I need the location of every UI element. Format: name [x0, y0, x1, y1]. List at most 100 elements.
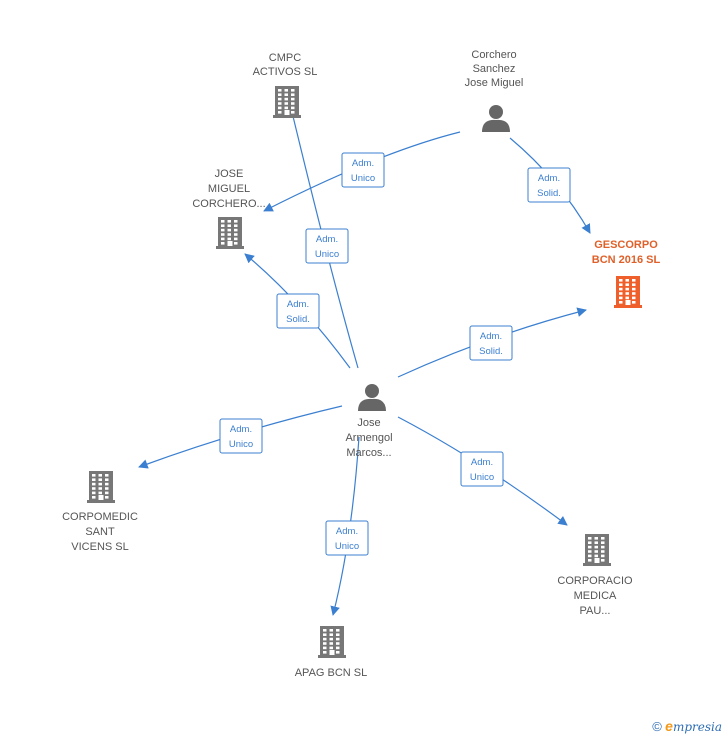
building-window	[284, 93, 288, 96]
node-cmpc[interactable]: CMPC ACTIVOS SL	[253, 52, 318, 118]
building-window	[92, 491, 96, 495]
building-window	[619, 296, 623, 300]
edge-label-text: Adm.	[352, 158, 374, 169]
building-door	[625, 300, 631, 305]
edge-label-e1[interactable]: Adm. Unico	[341, 152, 385, 188]
building-window	[221, 242, 225, 245]
building-window	[284, 97, 288, 101]
building-window	[594, 554, 598, 558]
building-door	[227, 241, 233, 246]
building-window	[278, 93, 282, 96]
building-window	[588, 550, 592, 553]
edge-label-e4[interactable]: Adm.Solid.	[276, 293, 320, 329]
building-icon	[273, 86, 301, 118]
node-jose_armengol[interactable]: JoseArmengolMarcos...	[345, 384, 393, 459]
edge-label-box	[276, 293, 320, 329]
node-corporacio[interactable]: CORPORACIOMEDICAPAU...	[557, 534, 633, 617]
edge-label-box	[527, 167, 571, 203]
building-window	[105, 474, 109, 477]
building-window	[92, 487, 96, 490]
building-window	[234, 228, 238, 232]
edge-label-text: Adm.	[538, 173, 560, 184]
footer-brand[interactable]: © empresia	[652, 718, 722, 734]
edge-label-e8[interactable]: Adm.Unico	[325, 520, 369, 556]
building-window	[227, 237, 231, 241]
building-window	[92, 482, 96, 486]
edge-label-e7[interactable]: Adm.Unico	[460, 451, 504, 487]
building-window	[227, 228, 231, 232]
edge-label-text: Solid.	[479, 346, 503, 357]
building-door	[98, 495, 104, 500]
brand-initial: e	[665, 718, 673, 734]
edge-label-text: Unico	[351, 173, 375, 184]
building-window	[594, 550, 598, 553]
edge-label-box	[460, 451, 504, 487]
node-label-line: Jose	[357, 417, 380, 429]
building-base	[614, 305, 642, 308]
building-window	[336, 629, 340, 632]
building-window	[278, 97, 282, 101]
building-base	[583, 563, 611, 566]
building-window	[221, 228, 225, 232]
building-window	[227, 220, 231, 223]
building-window	[291, 111, 295, 114]
building-window	[632, 301, 636, 304]
building-window	[227, 224, 231, 227]
edge-label-text: Unico	[335, 541, 359, 552]
building-window	[619, 292, 623, 295]
building-window	[601, 541, 605, 544]
building-icon	[318, 626, 346, 658]
building-window	[588, 559, 592, 562]
node-jose_miguel_corchero[interactable]: JOSEMIGUELCORCHERO...	[192, 168, 266, 249]
node-label-line: CMPC	[269, 52, 301, 64]
building-window	[619, 287, 623, 291]
building-window	[278, 111, 282, 114]
building-window	[594, 537, 598, 540]
building-window	[632, 287, 636, 291]
building-window	[105, 496, 109, 499]
building-window	[105, 478, 109, 481]
building-window	[601, 537, 605, 540]
edge-label-e2[interactable]: Adm.Solid.	[527, 167, 571, 203]
node-label-line: JOSE	[215, 168, 244, 180]
copyright-symbol: ©	[652, 719, 662, 734]
building-window	[98, 478, 102, 481]
node-label-line: Sanchez	[473, 63, 516, 75]
building-window	[329, 633, 333, 636]
building-window	[594, 541, 598, 544]
building-window	[284, 102, 288, 105]
node-label-line: ACTIVOS SL	[253, 66, 318, 78]
building-icon	[87, 471, 115, 503]
edge-label-box	[469, 325, 513, 361]
edge-label-e3[interactable]: Adm.Unico	[305, 228, 349, 264]
building-window	[105, 487, 109, 490]
edge-label-box	[219, 418, 263, 454]
edge-label-e6[interactable]: Adm.Unico	[219, 418, 263, 454]
node-label: JoseArmengolMarcos...	[345, 417, 392, 459]
building-window	[601, 545, 605, 549]
building-window	[221, 233, 225, 236]
building-window	[632, 279, 636, 282]
building-window	[336, 637, 340, 641]
person-icon	[358, 384, 386, 411]
node-label-line: MIGUEL	[208, 183, 250, 195]
building-window	[323, 646, 327, 650]
node-label-line: Marcos...	[346, 447, 391, 459]
building-window	[336, 642, 340, 645]
node-label: APAG BCN SL	[295, 667, 368, 679]
building-window	[234, 224, 238, 227]
edge-label-text: Adm.	[471, 457, 493, 468]
edge-label-e5[interactable]: Adm.Solid.	[469, 325, 513, 361]
building-base	[318, 655, 346, 658]
building-icon	[614, 276, 642, 308]
node-label-line: Jose Miguel	[465, 77, 524, 89]
building-window	[594, 545, 598, 549]
node-apag[interactable]: APAG BCN SL	[295, 626, 368, 679]
building-window	[336, 633, 340, 636]
